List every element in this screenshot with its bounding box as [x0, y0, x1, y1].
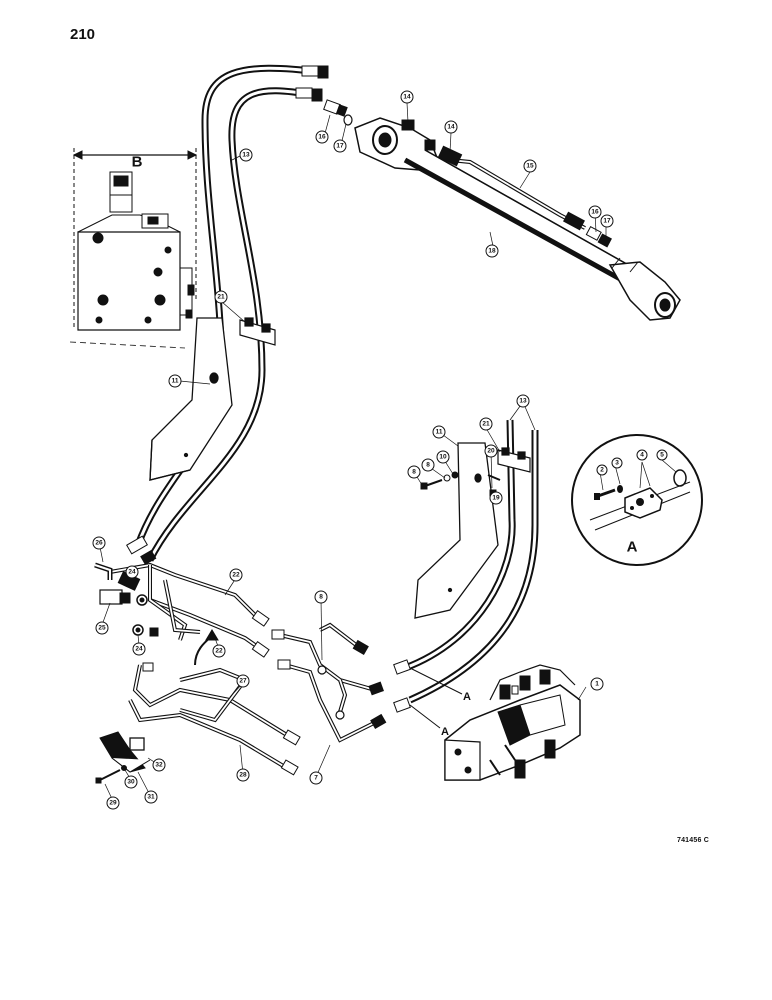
- callout-14a: 14: [403, 94, 411, 101]
- bolt-washers-8-9-10: [420, 471, 501, 497]
- callout-8a: 8: [412, 469, 416, 476]
- callout-4: 4: [640, 452, 644, 459]
- callout-2: 2: [600, 467, 604, 474]
- pointer-lines-a: [409, 667, 463, 729]
- clamp-29-30-31-32: [95, 731, 151, 784]
- pointer-label-a-lower: A: [441, 726, 449, 738]
- bracket-11-right: [414, 442, 499, 619]
- clamp-21-right: [497, 447, 531, 473]
- view-b-label: B: [132, 154, 143, 171]
- callout-13a: 13: [242, 152, 250, 159]
- tube-assembly-22-23: [109, 562, 270, 658]
- callout-5: 5: [660, 452, 664, 459]
- callout-17a: 17: [336, 143, 344, 150]
- callout-18: 18: [488, 248, 496, 255]
- callout-7: 7: [314, 775, 318, 782]
- control-valve-1: [444, 664, 581, 781]
- callout-11b: 11: [436, 429, 443, 436]
- hose-end-fittings-lower-left: [126, 535, 157, 566]
- callout-28: 28: [239, 772, 247, 779]
- callout-22a: 22: [232, 572, 240, 579]
- figure-code: 741456 C: [677, 837, 709, 844]
- callout-11a: 11: [172, 378, 179, 385]
- callout-20: 20: [487, 448, 495, 455]
- view-b-valve-outline: [69, 148, 198, 349]
- tube-15: [401, 119, 612, 248]
- tube-assembly-27-28: [128, 662, 301, 776]
- callout-10: 10: [439, 454, 447, 461]
- callout-bubbles: [92, 90, 668, 810]
- callout-22b: 22: [215, 648, 223, 655]
- callout-24a: 24: [128, 569, 136, 576]
- pointer-label-a-upper: A: [463, 691, 471, 703]
- page-number: 210: [70, 26, 96, 43]
- callout-27: 27: [239, 678, 247, 685]
- callout-24b: 24: [135, 646, 143, 653]
- callout-21b: 21: [482, 421, 490, 428]
- callout-32: 32: [155, 762, 163, 769]
- callout-29: 29: [109, 800, 117, 807]
- tube-assembly-6-7: [271, 622, 411, 743]
- callout-15: 15: [526, 163, 534, 170]
- callout-1: 1: [595, 681, 599, 688]
- callout-30: 30: [127, 779, 135, 786]
- callout-26: 26: [95, 540, 103, 547]
- callout-25: 25: [98, 625, 106, 632]
- callout-16a: 16: [318, 134, 326, 141]
- fittings-24-25-26: [94, 562, 159, 637]
- hose-pair-13-right: [403, 419, 539, 704]
- callout-numbers: 14 14 15 16 17 16 17 18 13 21 11 11 21 1…: [95, 94, 664, 807]
- cylinder-18: [354, 117, 681, 321]
- callout-21a: 21: [217, 294, 225, 301]
- callout-16b: 16: [591, 209, 599, 216]
- callout-6: 8: [319, 594, 323, 601]
- callout-19: 19: [492, 495, 500, 502]
- detail-a-label: A: [627, 539, 638, 556]
- hose-end-fittings-top: [295, 65, 353, 126]
- callout-8b: 8: [426, 462, 430, 469]
- callout-13b: 13: [519, 398, 527, 405]
- callout-3: 3: [615, 460, 619, 467]
- bracket-11-left: [149, 317, 233, 481]
- callout-17b: 17: [603, 218, 611, 225]
- callout-14b: 14: [447, 124, 455, 131]
- callout-31: 31: [147, 794, 155, 801]
